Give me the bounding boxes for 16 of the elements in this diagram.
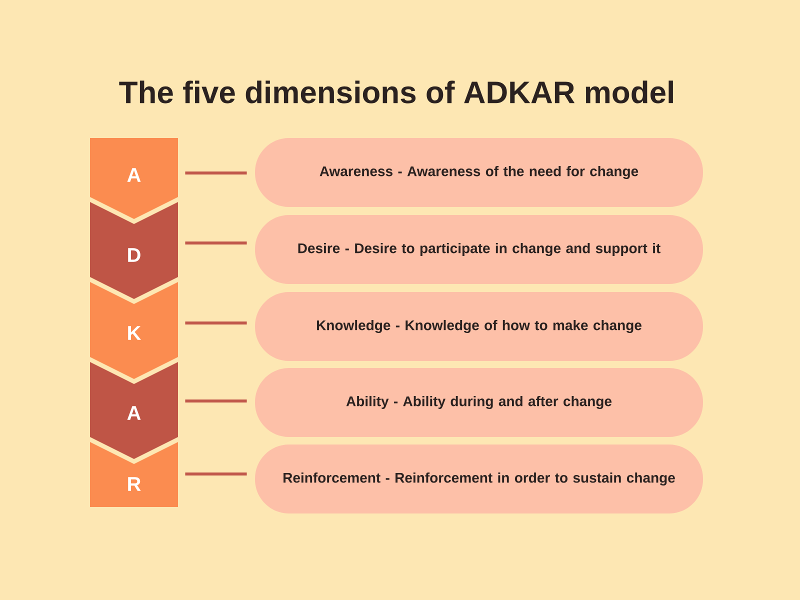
title: The five dimensions of ADKAR model <box>119 80 673 104</box>
chevron-block: K <box>90 282 178 379</box>
connector-line <box>185 322 247 324</box>
connector-line <box>185 172 247 174</box>
rounded-box: Awareness - Awareness of the need for change <box>255 138 703 207</box>
chevron-block: A <box>90 362 178 459</box>
rounded-box: Ability - Ability during and after change <box>255 368 703 437</box>
connector-line <box>185 400 247 402</box>
rounded-box: Desire - Desire to participate in change and support it <box>255 215 703 284</box>
rounded-box: Reinforcement - Reinforcement in order to sustain change <box>255 444 703 514</box>
chevron-block: D <box>90 202 178 299</box>
connector-line <box>185 242 247 244</box>
connector-line <box>185 472 247 476</box>
chevron-block: R <box>90 442 178 507</box>
chevron-block: A <box>90 138 178 219</box>
rounded-box: Knowledge - Knowledge of how to make change <box>255 292 703 361</box>
